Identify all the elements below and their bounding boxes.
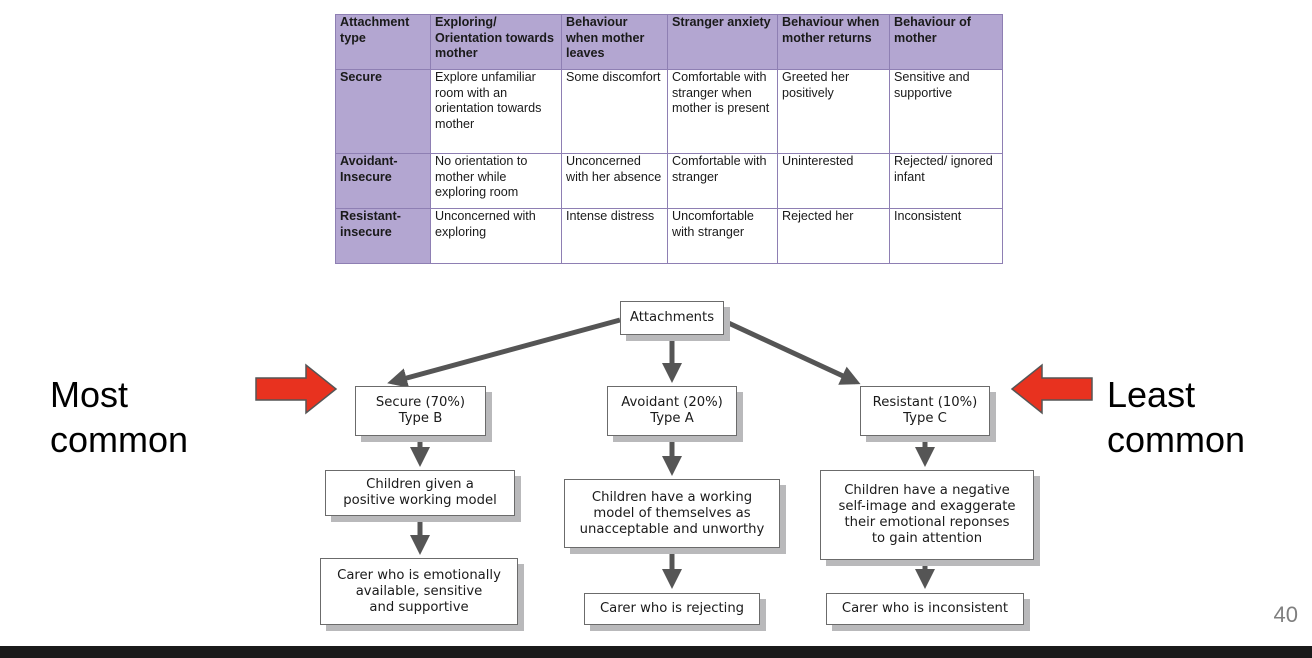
table-cell: Unconcerned with her absence <box>561 153 668 209</box>
table-cell: Rejected her <box>777 208 890 264</box>
table-cell: Greeted her positively <box>777 69 890 154</box>
red-arrow-icon <box>1010 363 1093 415</box>
table-cell: Unconcerned with exploring <box>430 208 562 264</box>
header-mother-returns: Behaviour when mother returns <box>777 14 890 70</box>
header-exploring: Exploring/ Orientation towards mother <box>430 14 562 70</box>
connector-root-resistant <box>720 317 861 385</box>
table-cell: Comfortable with stranger <box>667 153 778 209</box>
secure-type-node: Secure (70%) Type B <box>355 386 486 436</box>
footer-bar <box>0 646 1312 658</box>
secure-outcome-node: Children given a positive working model <box>325 470 515 516</box>
avoidant-carer-node: Carer who is rejecting <box>584 593 760 625</box>
most-common-label: Most common <box>50 374 189 460</box>
table-header-row: Attachment type Exploring/ Orientation t… <box>335 14 1003 70</box>
row-label: Avoidant-Insecure <box>335 153 431 209</box>
row-label: Secure <box>335 69 431 154</box>
resistant-carer-node: Carer who is inconsistent <box>826 593 1024 625</box>
attachment-types-table: Attachment type Exploring/ Orientation t… <box>335 14 1003 264</box>
least-common-label: Least common <box>1107 374 1246 460</box>
resistant-type-node: Resistant (10%) Type C <box>860 386 990 436</box>
table-cell: Uninterested <box>777 153 890 209</box>
table-cell: Sensitive and supportive <box>889 69 1003 154</box>
table-cell: Inconsistent <box>889 208 1003 264</box>
table-row: Secure Explore unfamiliar room with an o… <box>335 69 1003 154</box>
table-cell: Uncomfortable with stranger <box>667 208 778 264</box>
row-label: Resistant-insecure <box>335 208 431 264</box>
table-clip: Attachment type Exploring/ Orientation t… <box>0 0 1312 272</box>
root-node: Attachments <box>620 301 724 335</box>
secure-carer-node: Carer who is emotionally available, sens… <box>320 558 518 625</box>
table-cell: No orientation to mother while exploring… <box>430 153 562 209</box>
avoidant-outcome-node: Children have a working model of themsel… <box>564 479 780 548</box>
page-number: 40 <box>1273 602 1298 627</box>
table-row: Resistant-insecure Unconcerned with expl… <box>335 208 1003 264</box>
header-attachment-type: Attachment type <box>335 14 431 70</box>
avoidant-type-node: Avoidant (20%) Type A <box>607 386 737 436</box>
connector-root-secure <box>387 317 621 388</box>
table-cell: Rejected/ ignored infant <box>889 153 1003 209</box>
table-row: Avoidant-Insecure No orientation to moth… <box>335 153 1003 209</box>
header-mother-leaves: Behaviour when mother leaves <box>561 14 668 70</box>
red-arrow-icon <box>255 363 338 415</box>
table-cell: Some discomfort <box>561 69 668 154</box>
table-cell: Intense distress <box>561 208 668 264</box>
table-cell: Explore unfamiliar room with an orientat… <box>430 69 562 154</box>
resistant-outcome-node: Children have a negative self-image and … <box>820 470 1034 560</box>
header-mother-behaviour: Behaviour of mother <box>889 14 1003 70</box>
table-cell: Comfortable with stranger when mother is… <box>667 69 778 154</box>
